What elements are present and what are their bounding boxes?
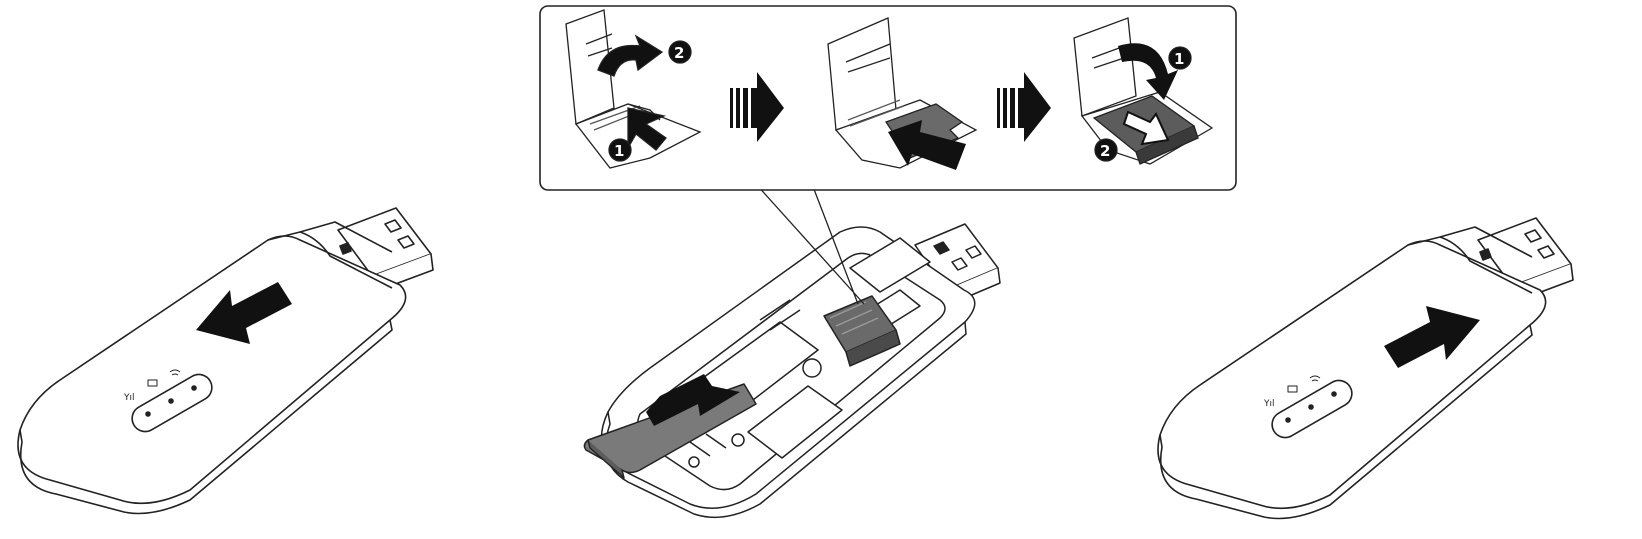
marker-1-panel-3-label: 1 <box>1174 50 1184 68</box>
wifi-icon <box>169 369 181 376</box>
usb-icon <box>339 242 352 255</box>
slide-left-arrow <box>196 282 292 344</box>
step-arrow-1 <box>730 72 784 142</box>
message-icon <box>147 379 158 387</box>
insert-microsd-arrow <box>888 120 966 170</box>
marker-1-panel-1 <box>608 138 632 162</box>
slide-lock-arrow <box>1122 110 1170 146</box>
panel-close-tray: 1 2 <box>1073 17 1214 165</box>
flip-up-arrow <box>597 34 664 77</box>
panel-insert-microsd <box>827 17 978 170</box>
marker-2-panel-1-label: 2 <box>674 44 684 62</box>
marker-2-panel-3 <box>1094 138 1118 162</box>
signal-icon-right: Yıl <box>1263 399 1275 409</box>
marker-1-panel-1-label: 1 <box>614 142 624 160</box>
marker-2-panel-1 <box>668 40 692 64</box>
slide-right-arrow <box>1384 306 1480 368</box>
callout-pointer <box>755 183 865 305</box>
step-arrow-2 <box>997 72 1051 142</box>
modem-left: Yıl <box>17 207 434 515</box>
panel-open-tray: 1 2 <box>565 9 702 169</box>
message-icon-right <box>1287 385 1298 393</box>
modem-right: Yıl <box>1157 217 1574 520</box>
flip-down-arrow <box>1118 43 1178 100</box>
usb-icon-right <box>1479 248 1492 261</box>
modem-center <box>583 223 1001 519</box>
insert-sim-arrow <box>646 374 740 426</box>
signal-icon: Yıl <box>123 393 135 403</box>
marker-2-panel-3-label: 2 <box>1100 142 1110 160</box>
marker-1-panel-3 <box>1168 46 1192 70</box>
modem-body <box>17 235 407 505</box>
modem-body-right <box>1157 240 1547 510</box>
wifi-icon-right <box>1309 375 1321 382</box>
